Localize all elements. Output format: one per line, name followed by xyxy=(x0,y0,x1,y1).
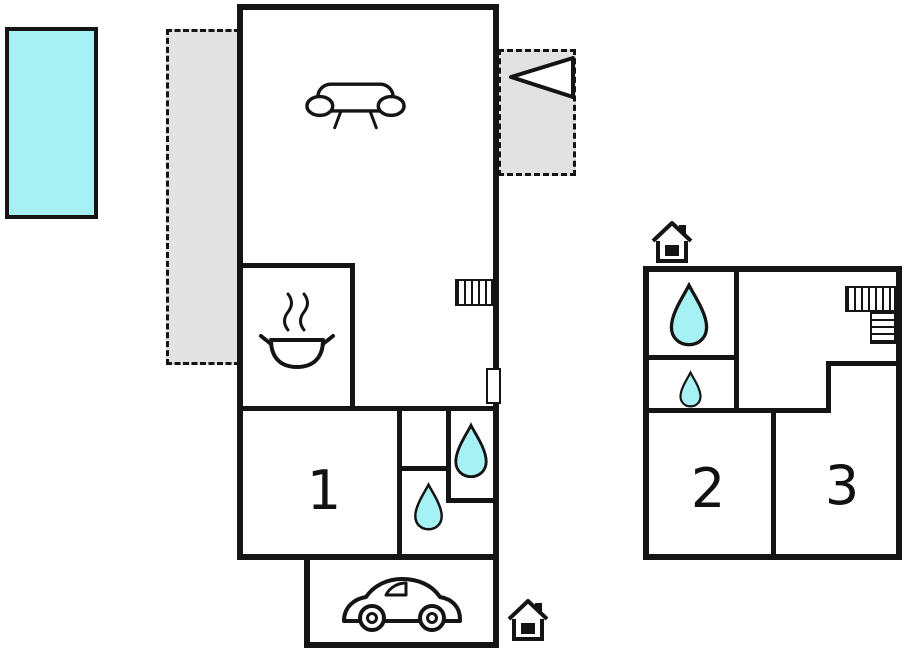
staircase-upper-icon xyxy=(870,312,896,344)
wall-bath-left xyxy=(397,406,402,554)
sofa-icon xyxy=(305,82,406,130)
utility-house-icon xyxy=(651,221,693,263)
wall-upper-mid-horizontal xyxy=(649,408,831,413)
room-2-label: 2 xyxy=(690,456,726,520)
wall-bath-mid-horizontal xyxy=(397,466,451,471)
wall-kitchen-top xyxy=(243,263,355,268)
wall-kitchen-right xyxy=(350,263,355,411)
utility-house-icon xyxy=(507,599,549,641)
wall-upper-bath-divider xyxy=(649,355,739,360)
water-drop-icon xyxy=(414,481,443,531)
room-3-label: 3 xyxy=(824,453,860,517)
room-1-label: 1 xyxy=(306,458,342,522)
wall-rooms-2-3-divider xyxy=(771,408,776,554)
wall-bath-mid-vertical xyxy=(446,406,451,503)
triangle-flag-icon xyxy=(509,56,575,99)
entrance-door xyxy=(486,368,501,404)
wall-upper-bath-right xyxy=(734,272,739,413)
terrace-left xyxy=(166,29,240,365)
staircase-upper-icon xyxy=(845,286,896,312)
wall-upper-step-vertical xyxy=(826,361,831,413)
wall-upper-step-horizontal xyxy=(826,361,896,366)
water-drop-icon xyxy=(454,422,488,479)
water-drop-icon xyxy=(679,370,702,408)
swimming-pool xyxy=(5,27,98,219)
staircase-ground-icon xyxy=(455,279,493,306)
wall-bath-bottom xyxy=(446,498,493,503)
wall-mid-horizontal xyxy=(243,406,493,411)
water-drop-icon xyxy=(669,281,709,347)
stove-pot-icon xyxy=(259,292,335,369)
car-icon xyxy=(342,577,462,632)
